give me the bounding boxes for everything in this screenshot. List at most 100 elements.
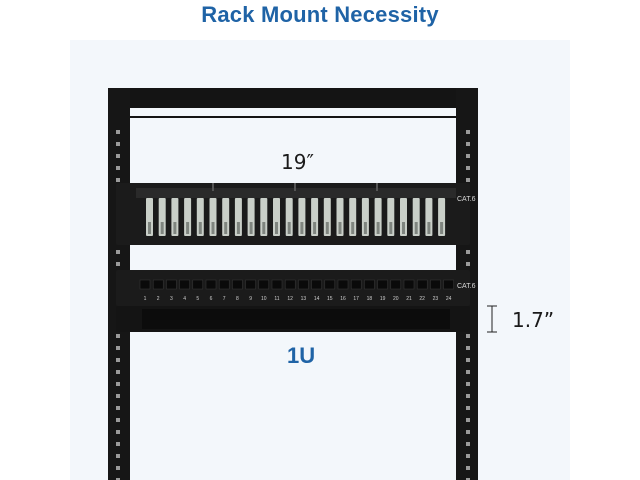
keystone-port: [247, 198, 255, 236]
rail-hole: [466, 178, 470, 182]
rail-hole: [116, 154, 120, 158]
keystone-port: [184, 198, 192, 236]
rail-hole: [466, 418, 470, 422]
port-number: 1: [144, 296, 147, 302]
port-number: 12: [287, 296, 293, 302]
rj45-port: [258, 279, 270, 290]
port-number: 15: [327, 296, 333, 302]
keystone-port: [158, 198, 166, 236]
rail-hole: [116, 262, 120, 266]
rj45-port: [152, 279, 164, 290]
width-dimension-label: 19″: [281, 150, 314, 174]
keystone-port: [209, 198, 217, 236]
keystone-port: [374, 198, 382, 236]
rail-hole: [116, 358, 120, 362]
rail-hole: [116, 406, 120, 410]
rj45-port: [218, 279, 230, 290]
rail-hole: [466, 478, 470, 480]
port-number: 22: [419, 296, 425, 302]
bottom-panel-badge: CAT.6: [457, 283, 476, 290]
port-number: 4: [183, 296, 186, 302]
rj45-port: [390, 279, 402, 290]
port-number: 18: [367, 296, 373, 302]
rail-hole: [116, 382, 120, 386]
rj45-port: [271, 279, 283, 290]
rj45-port: [298, 279, 309, 290]
rail-hole: [466, 358, 470, 362]
rail-hole: [116, 346, 120, 350]
keystone-port: [387, 198, 395, 236]
rail-hole: [466, 406, 470, 410]
rail-hole: [116, 466, 120, 470]
keystone-port: [400, 198, 407, 236]
rj45-port: [364, 279, 375, 290]
rj45-port: [430, 279, 441, 290]
rail-hole: [466, 142, 470, 146]
rail-hole: [466, 466, 470, 470]
port-number: 8: [236, 296, 239, 302]
rail-hole: [116, 430, 120, 434]
keystone-port: [285, 198, 293, 236]
rail-hole: [466, 346, 470, 350]
rail-hole: [466, 382, 470, 386]
height-dimension-label: 1.7”: [512, 308, 555, 332]
keystone-port: [323, 198, 331, 236]
keystone-port: [298, 198, 306, 236]
rail-hole: [116, 334, 120, 338]
keystone-port: [336, 198, 344, 236]
port-number: 3: [170, 296, 173, 302]
top-panel-badge: CAT.6: [457, 196, 476, 203]
rj45-port: [179, 279, 190, 290]
rj45-port: [416, 279, 428, 290]
port-number: 6: [210, 296, 213, 302]
rj45-port: [337, 279, 349, 290]
keystone-port: [349, 198, 357, 236]
rail-hole: [466, 262, 470, 266]
rail-hole: [466, 394, 470, 398]
port-number: 14: [314, 296, 320, 302]
keystone-port: [171, 198, 179, 236]
rail-hole: [466, 166, 470, 170]
port-number: 2: [157, 296, 160, 302]
height-dimension-marker: [487, 305, 497, 333]
rj45-port: [232, 279, 243, 290]
page-title: Rack Mount Necessity: [201, 2, 439, 27]
port-number: 24: [446, 296, 452, 302]
port-number: 19: [380, 296, 386, 302]
rail-hole: [466, 250, 470, 254]
rail-hole: [116, 178, 120, 182]
rail-hole: [116, 418, 120, 422]
keystone-port: [146, 198, 153, 236]
rail-hole: [466, 154, 470, 158]
rj45-port: [245, 279, 256, 290]
rail-hole: [116, 442, 120, 446]
rail-hole: [466, 130, 470, 134]
port-number: 16: [340, 296, 346, 302]
rail-hole: [116, 394, 120, 398]
rail-hole: [466, 430, 470, 434]
port-number: 13: [301, 296, 307, 302]
rj45-port: [324, 279, 336, 290]
port-number: 7: [223, 296, 226, 302]
rj45-port: [205, 279, 217, 290]
rj45-port: [443, 279, 454, 290]
rj45-port: [284, 279, 296, 290]
port-number: 9: [249, 296, 252, 302]
rj45-port: [403, 279, 415, 290]
port-number: 20: [393, 296, 399, 302]
keystone-port: [234, 198, 242, 236]
port-number: 23: [433, 296, 439, 302]
keystone-port: [425, 198, 433, 236]
rail-hole: [116, 142, 120, 146]
rj45-port: [192, 279, 204, 290]
rail-hole: [466, 370, 470, 374]
port-number: 10: [261, 296, 267, 302]
bottom-patch-ports: [139, 279, 454, 290]
port-number: 17: [353, 296, 359, 302]
keystone-port: [361, 198, 369, 236]
keystone-port: [222, 198, 230, 236]
rail-hole: [116, 478, 120, 480]
rail-hole: [116, 370, 120, 374]
